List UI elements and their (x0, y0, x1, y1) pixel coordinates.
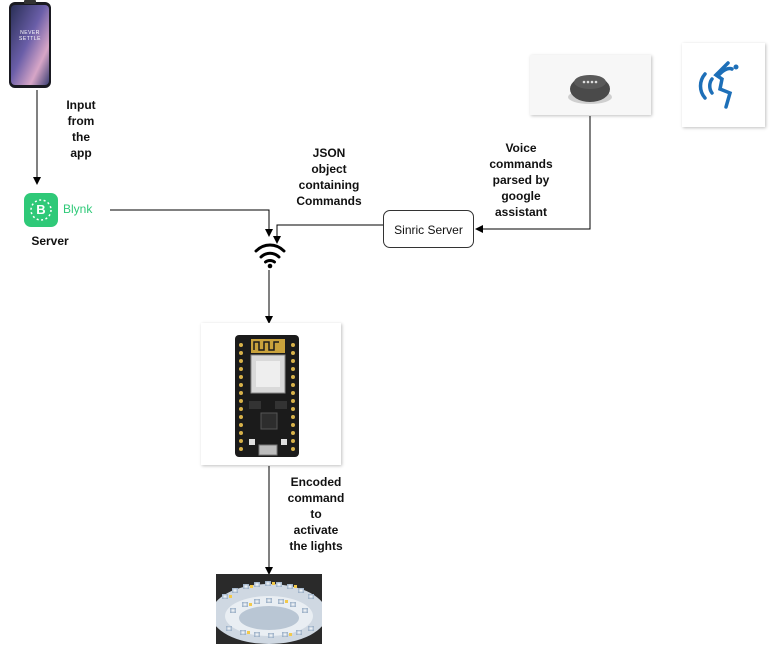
label-json-object: JSON object containing Commands (292, 145, 366, 209)
label-voice-commands: Voice commands parsed by google assistan… (478, 140, 564, 220)
google-home-speaker-icon (568, 75, 612, 104)
nodemcu-panel (201, 323, 341, 465)
blynk-logo-letter: B (36, 202, 46, 217)
blynk-logo: B Blynk (24, 193, 110, 227)
led-strip-panel (216, 574, 322, 644)
nodemcu-board-icon (235, 335, 299, 457)
smartphone-icon: NEVER SETTLE (6, 0, 54, 90)
blynk-logo-icon: B (24, 193, 58, 227)
label-input-from-app: Input from the app (55, 97, 107, 161)
google-home-speaker-panel (530, 55, 651, 115)
label-server: Server (24, 233, 76, 249)
edge-sinric-to-wifi (273, 224, 383, 244)
edge-blynk-to-wifi (110, 209, 273, 237)
voice-speaking-icon (698, 61, 739, 109)
sinric-server-node: Sinric Server (383, 210, 474, 248)
edge-google-to-sinric (475, 116, 591, 233)
voice-icon-panel (682, 43, 765, 127)
phone-screen-text: NEVER SETTLE (19, 30, 41, 42)
wifi-icon (253, 240, 287, 270)
label-encoded-command: Encoded command to activate the lights (280, 474, 352, 554)
led-strip-icon (216, 581, 322, 644)
blynk-name: Blynk (63, 202, 93, 216)
